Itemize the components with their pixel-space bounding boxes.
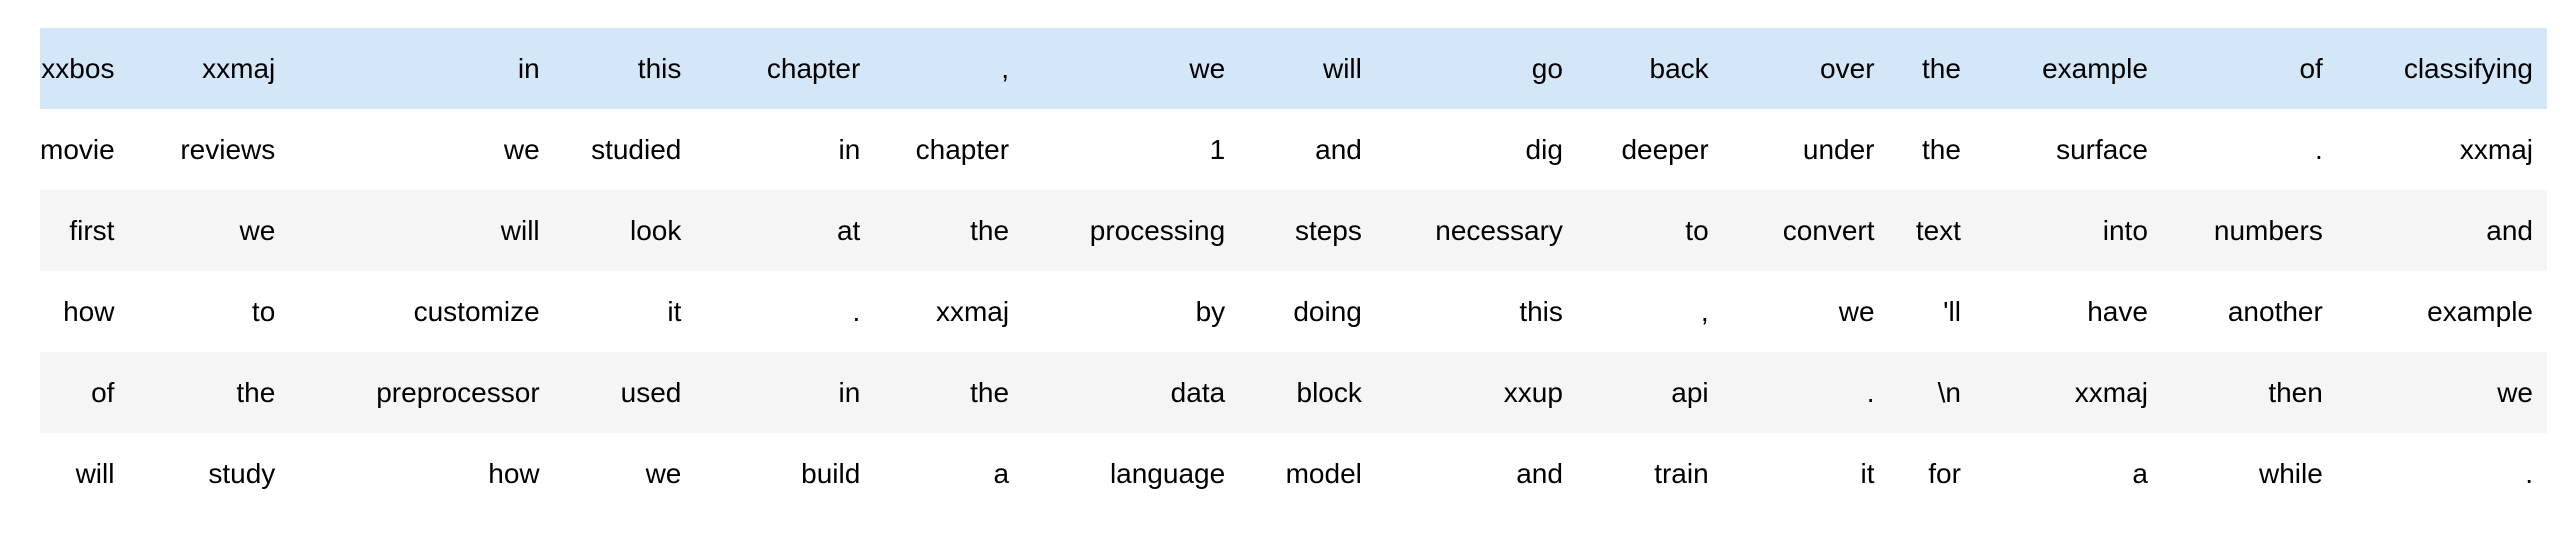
token-cell: the xyxy=(1922,52,1961,84)
token-cell: and xyxy=(2486,214,2533,246)
token-cell: how xyxy=(488,457,540,489)
token-cell: convert xyxy=(1782,214,1875,246)
token-cell: for xyxy=(1928,457,1961,489)
token-cell: chapter xyxy=(915,133,1010,165)
token-cell: build xyxy=(801,457,861,489)
token-cell: data xyxy=(1170,376,1226,408)
token-cell: into xyxy=(2102,214,2148,246)
token-cell: how xyxy=(63,295,115,327)
token-cell: we xyxy=(1189,52,1226,84)
table-row: movie reviews we studied in chapter 1 and dig dee… xyxy=(40,109,2547,190)
token-cell: . xyxy=(2315,133,2323,165)
token-table: xxbos xxmaj in this chapter, we will go back over… xyxy=(40,28,2547,514)
token-cell: 'll xyxy=(1943,295,1961,327)
token-cell: . xyxy=(1866,376,1875,408)
token-cell: in xyxy=(838,376,861,408)
token-cell: it xyxy=(1860,457,1875,489)
token-cell: first xyxy=(69,214,115,246)
token-cell: block xyxy=(1296,376,1362,408)
token-cell: to xyxy=(251,295,276,327)
token-cell: doing xyxy=(1293,295,1362,327)
token-cell: we xyxy=(645,457,682,489)
table-row: first we will look at the processing steps neces… xyxy=(40,190,2547,271)
token-cell: another xyxy=(2227,295,2323,327)
token-cell: xxbos xyxy=(41,52,115,84)
token-cell: xxmaj xyxy=(2074,376,2148,408)
token-cell: . xyxy=(852,295,861,327)
token-cell: the xyxy=(970,214,1010,246)
token-cell: to xyxy=(1685,214,1709,246)
token-cell: a xyxy=(2132,457,2148,489)
token-cell: we xyxy=(1838,295,1875,327)
token-cell: studied xyxy=(591,133,682,165)
token-cell: necessary xyxy=(1435,214,1563,246)
token-cell: look xyxy=(630,214,682,246)
token-cell: , xyxy=(1700,295,1709,327)
token-cell: xxup xyxy=(1503,376,1563,408)
token-cell: in xyxy=(517,52,540,84)
token-cell: will xyxy=(1322,52,1362,84)
token-cell: this xyxy=(1519,295,1563,327)
token-cell: train xyxy=(1654,457,1709,489)
token-cell: under xyxy=(1802,133,1875,165)
notebook-output: xxbos xxmaj in this chapter, we will go back over… xyxy=(40,28,2547,514)
token-cell: text xyxy=(1915,214,1961,246)
token-cell: classifying xyxy=(2403,52,2533,84)
token-cell: back xyxy=(1649,52,1709,84)
token-cell: and xyxy=(1516,457,1563,489)
table-row: of the preprocessor used in the data block xxup a… xyxy=(40,352,2547,433)
token-cell: reviews xyxy=(180,133,276,165)
token-cell: at xyxy=(836,214,861,246)
token-cell: the xyxy=(970,376,1010,408)
token-cell: steps xyxy=(1294,214,1362,246)
token-cell: customize xyxy=(413,295,540,327)
token-cell: the xyxy=(1922,133,1961,165)
token-table-body: xxbos xxmaj in this chapter, we will go back over… xyxy=(40,28,2547,514)
token-cell: chapter xyxy=(766,52,861,84)
token-cell: preprocessor xyxy=(376,376,540,408)
table-row: xxbos xxmaj in this chapter, we will go back over… xyxy=(40,28,2547,109)
token-cell: example xyxy=(2042,52,2148,84)
token-cell: and xyxy=(1315,133,1362,165)
token-cell: . xyxy=(2525,457,2533,489)
token-cell: deeper xyxy=(1621,133,1709,165)
token-cell: will xyxy=(75,457,115,489)
token-cell: have xyxy=(2087,295,2148,327)
token-cell: go xyxy=(1531,52,1563,84)
token-cell: model xyxy=(1285,457,1362,489)
token-cell: 1 xyxy=(1209,133,1226,165)
token-cell: by xyxy=(1195,295,1226,327)
table-row: will study how we build a language model and trai… xyxy=(40,433,2547,514)
token-cell: of xyxy=(91,376,115,408)
token-cell: movie xyxy=(40,133,115,165)
token-cell: we xyxy=(2497,376,2533,408)
token-cell: over xyxy=(1820,52,1875,84)
token-cell: xxmaj xyxy=(202,52,276,84)
token-cell: will xyxy=(500,214,540,246)
token-cell: we xyxy=(239,214,276,246)
token-cell: language xyxy=(1109,457,1226,489)
token-cell: this xyxy=(637,52,682,84)
token-cell: dig xyxy=(1525,133,1563,165)
token-cell: , xyxy=(1001,52,1010,84)
token-cell: in xyxy=(838,133,861,165)
token-cell: example xyxy=(2427,295,2533,327)
token-cell: used xyxy=(620,376,682,408)
token-cell: xxmaj xyxy=(935,295,1010,327)
token-cell: then xyxy=(2268,376,2323,408)
token-cell: it xyxy=(667,295,682,327)
token-cell: while xyxy=(2259,457,2323,489)
token-cell: xxmaj xyxy=(2459,133,2533,165)
token-cell: api xyxy=(1671,376,1709,408)
token-cell: processing xyxy=(1089,214,1226,246)
token-cell: surface xyxy=(2056,133,2148,165)
token-cell: a xyxy=(993,457,1010,489)
token-cell: \n xyxy=(1937,376,1961,408)
token-cell: study xyxy=(208,457,276,489)
token-cell: numbers xyxy=(2213,214,2323,246)
token-cell: of xyxy=(2299,52,2323,84)
token-cell: the xyxy=(236,376,276,408)
table-row: how to customize it. xxmaj by doing this, we 'll h… xyxy=(40,271,2547,352)
token-cell: we xyxy=(503,133,540,165)
